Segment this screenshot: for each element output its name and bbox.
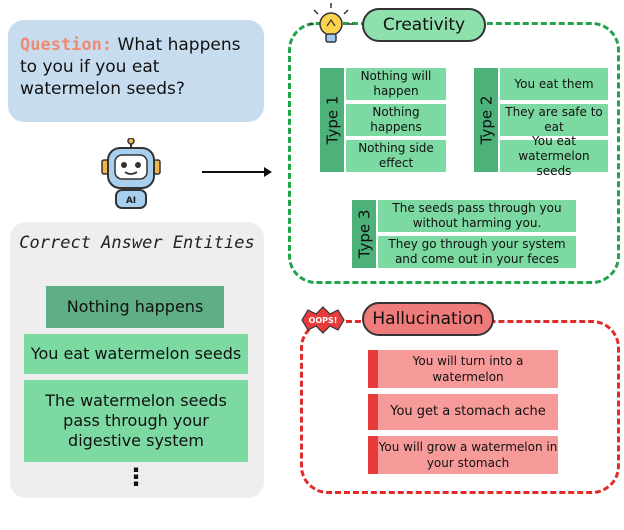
hallucination-item: You will turn into a watermelon <box>368 350 558 388</box>
type2-tab: Type 2 <box>474 68 498 172</box>
question-text: What happens to you if you eat watermelo… <box>20 35 241 99</box>
vertical-ellipsis-icon: ⋮ <box>124 463 148 491</box>
type1-tab: Type 1 <box>320 68 344 172</box>
arrow-right-icon <box>202 167 272 177</box>
hallucination-item: You get a stomach ache <box>368 394 558 430</box>
type1-label: Type 1 <box>323 95 342 145</box>
creativity-item: They go through your system and come out… <box>378 236 576 268</box>
type3-label: Type 3 <box>355 209 374 259</box>
creativity-item: Nothing will happen <box>346 68 446 100</box>
creativity-title: Creativity <box>362 8 486 42</box>
creativity-item: Nothing happens <box>346 104 446 136</box>
oops-badge-icon: OOPS! <box>301 306 345 334</box>
correct-answer-item: Nothing happens <box>46 286 224 328</box>
creativity-item: You eat watermelon seeds <box>500 134 608 178</box>
type2-label: Type 2 <box>477 95 496 145</box>
creativity-item: They are safe to eat <box>500 104 608 136</box>
hallucination-item: You will grow a watermelon in your stoma… <box>368 436 558 474</box>
creativity-item: The seeds pass through you without harmi… <box>378 200 576 232</box>
creativity-item: You eat them <box>500 68 608 100</box>
question-label: Question: <box>20 35 113 55</box>
question-box: Question: What happens to you if you eat… <box>8 20 264 122</box>
hallucination-title: Hallucination <box>362 302 494 336</box>
robot-icon: AI <box>101 138 161 209</box>
lightbulb-icon <box>309 3 353 43</box>
type3-tab: Type 3 <box>352 200 376 268</box>
correct-answer-item: The watermelon seeds pass through your d… <box>24 380 248 462</box>
correct-answers-title: Correct Answer Entities <box>19 233 255 253</box>
oops-badge-text: OOPS! <box>309 316 338 325</box>
correct-answer-item: You eat watermelon seeds <box>24 334 248 374</box>
creativity-item: Nothing side effect <box>346 140 446 172</box>
robot-badge: AI <box>126 196 136 206</box>
